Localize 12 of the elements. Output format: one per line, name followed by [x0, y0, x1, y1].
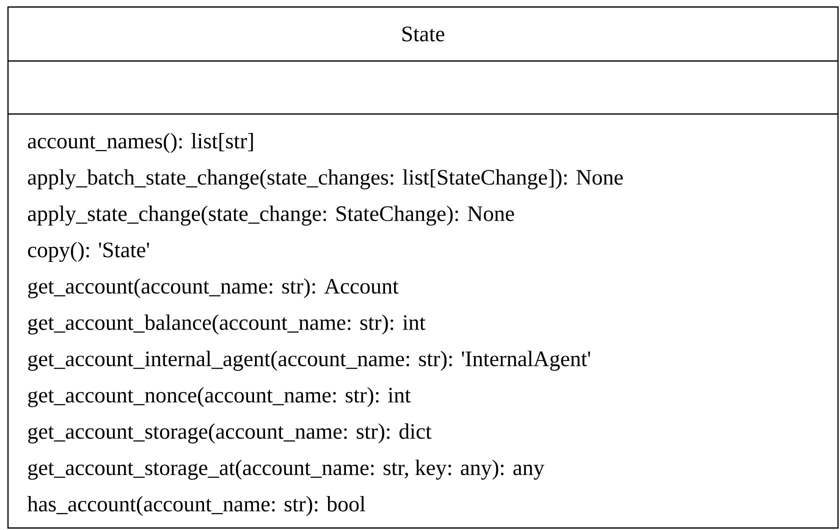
method-text: copy(): 'State': [28, 242, 150, 262]
method-text: get_account(account_name: str): Account: [28, 278, 399, 298]
method-text: account_names(): list[str]: [28, 133, 253, 153]
method-text: apply_batch_state_change(state_changes: list[StateChange]): None: [28, 169, 623, 190]
method-text: get_account_storage(account_name: str): dict: [28, 423, 432, 444]
method-text: get_account_balance(account_name: str): int: [28, 314, 426, 335]
method-text: get_account_storage_at(account_name: str, key: any): any: [28, 460, 544, 480]
method-text: has_account(account_name: str): bool: [27, 496, 366, 516]
method-text: get_account_internal_agent(account_name: str): 'InternalAgent': [28, 350, 590, 371]
method-text: get_account_nonce(account_name: str): int: [28, 387, 411, 408]
method-text: apply_state_change(state_change: StateChange): None: [28, 206, 514, 226]
class-name: State: [402, 26, 444, 42]
